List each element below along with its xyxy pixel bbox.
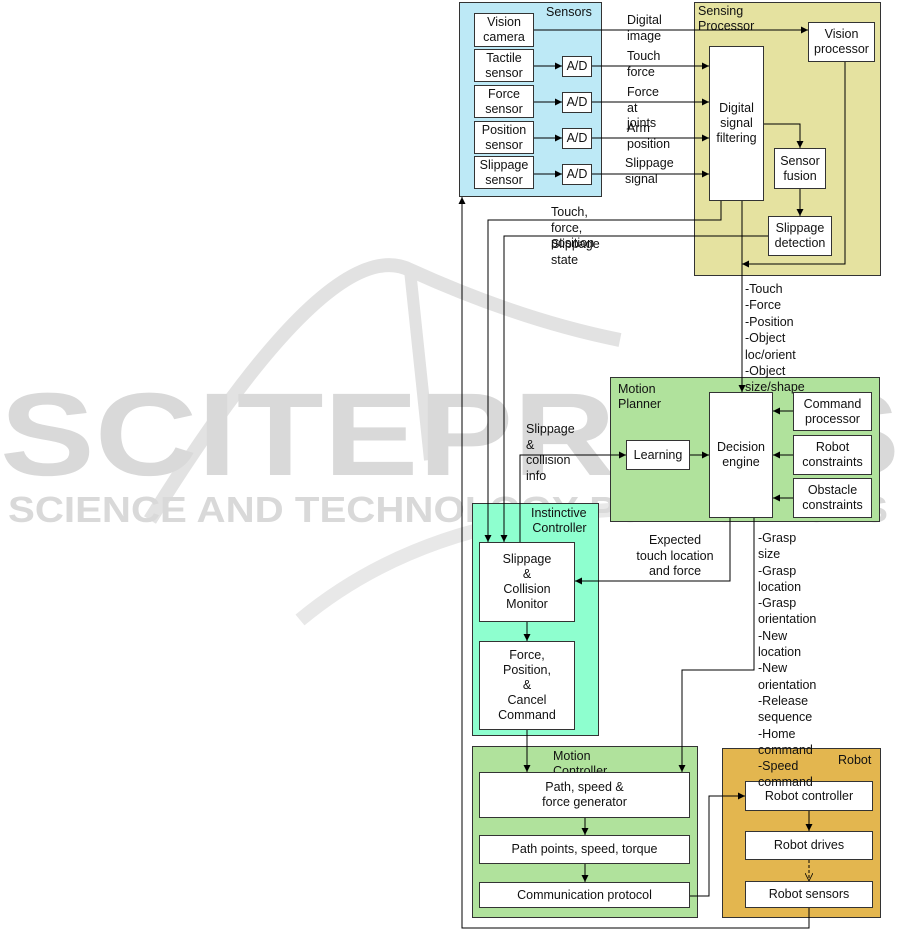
robot-sensors-block: Robot sensors [745, 881, 873, 908]
force-position-cancel-command-block: Force, Position, & Cancel Command [479, 641, 575, 730]
force-at-joints-label: Force at joints [627, 85, 659, 130]
slippage-detection-block: Slippage detection [768, 216, 832, 256]
position-sensor-block: Position sensor [474, 121, 534, 154]
ad-converter-position: A/D [562, 128, 592, 149]
slippage-collision-monitor-block: Slippage & Collision Monitor [479, 542, 575, 622]
command-processor-block: Command processor [793, 392, 872, 431]
digital-signal-filtering-block: Digital signal filtering [709, 46, 764, 201]
slippage-sensor-block: Slippage sensor [474, 156, 534, 189]
slippage-signal-label: Slippage signal [625, 156, 674, 186]
vision-processor-block: Vision processor [808, 22, 875, 62]
path-points-speed-torque-block: Path points, speed, torque [479, 835, 690, 864]
decision-engine-block: Decision engine [709, 392, 773, 518]
path-speed-force-generator-block: Path, speed & force generator [479, 772, 690, 818]
expected-touch-location-label: Expected touch location and force [636, 533, 714, 578]
learning-block: Learning [626, 440, 690, 470]
robot-title: Robot [838, 753, 872, 767]
tactile-sensor-block: Tactile sensor [474, 49, 534, 82]
communication-protocol-block: Communication protocol [479, 882, 690, 908]
sensors-title: Sensors [546, 5, 592, 19]
vision-camera-block: Vision camera [474, 13, 534, 47]
sensor-fusion-block: Sensor fusion [774, 148, 826, 189]
watermark-swoosh-stem [404, 269, 436, 461]
motion-planner-title: Motion Planner [618, 382, 662, 411]
force-sensor-block: Force sensor [474, 85, 534, 118]
digital-image-label: Digital image [627, 13, 662, 43]
instinctive-controller-title: Instinctive Controller [531, 506, 587, 535]
sensing-outputs-list: -Touch -Force -Position -Object loc/orie… [745, 282, 805, 395]
ad-converter-slippage: A/D [562, 164, 592, 185]
obstacle-constraints-block: Obstacle constraints [793, 478, 872, 518]
ad-converter-force: A/D [562, 92, 592, 113]
robot-drives-block: Robot drives [745, 831, 873, 860]
sensing-processor-title: Sensing Processor [698, 4, 755, 33]
touch-force-label: Touch force [627, 49, 661, 79]
slippage-collision-info-label: Slippage & collision info [526, 422, 575, 483]
arm-position-label: Arm position [627, 121, 671, 151]
planner-outputs-list: -Grasp size -Grasp location -Grasp orien… [758, 531, 817, 790]
slippage-state-label: Slippage state [551, 237, 600, 267]
robot-constraints-block: Robot constraints [793, 435, 872, 475]
ad-converter-tactile: A/D [562, 56, 592, 77]
